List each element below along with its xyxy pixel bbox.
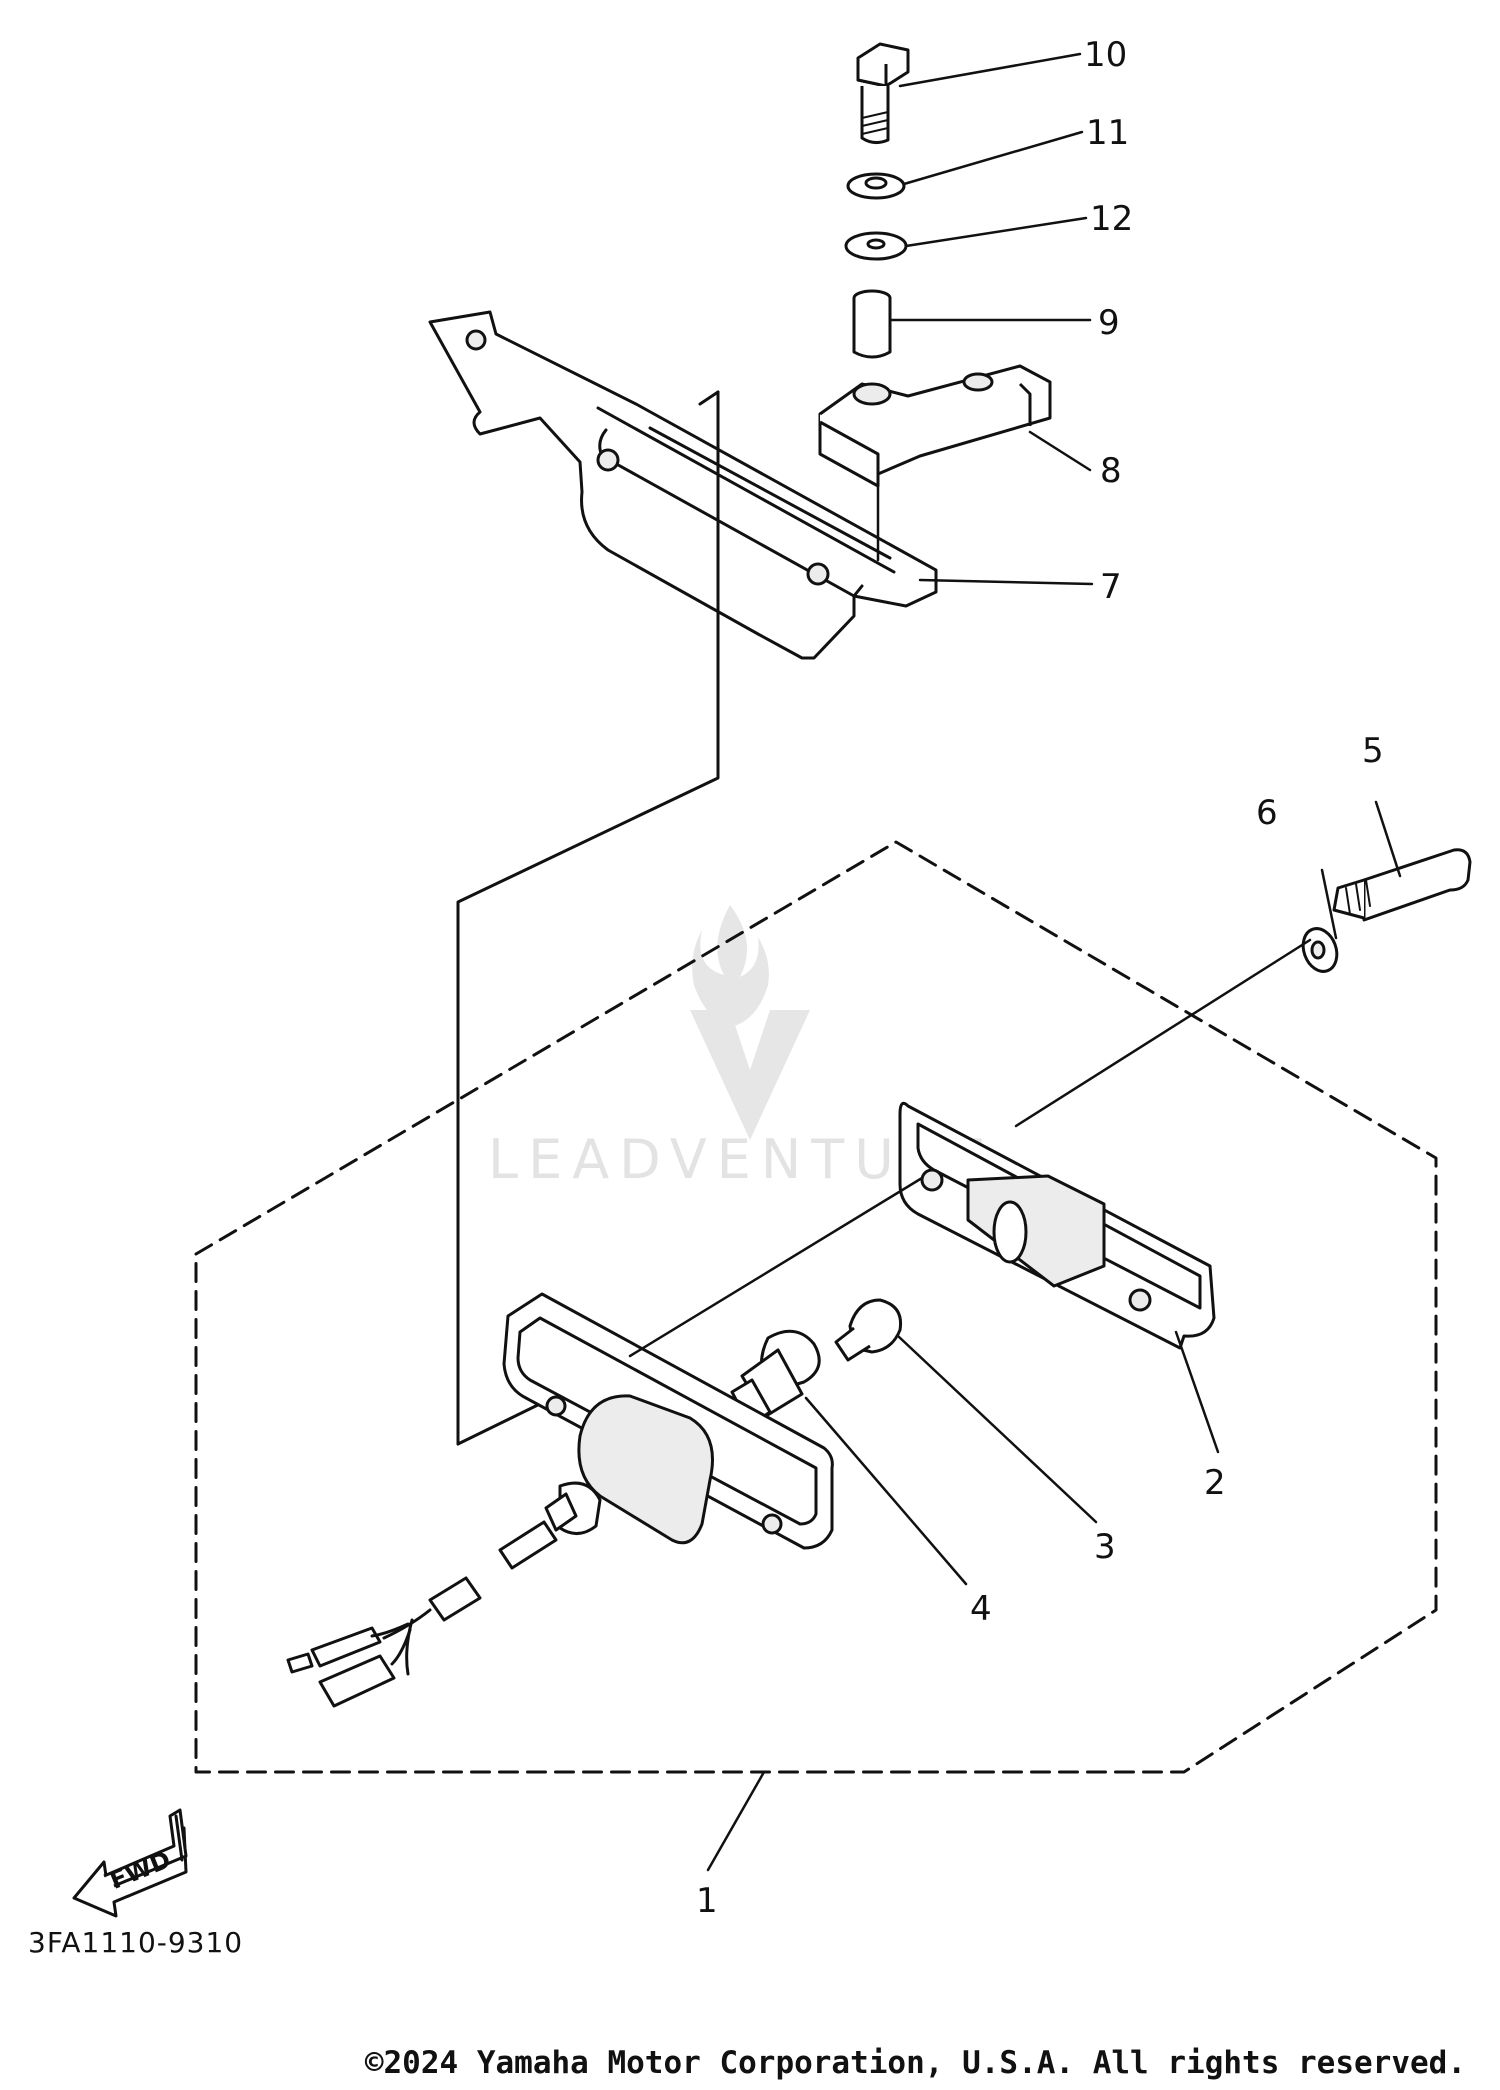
lamp-washer-part [1301, 927, 1339, 973]
assembly-boundary [194, 840, 1438, 1774]
callout-8: 8 [1100, 451, 1122, 491]
callout-6: 6 [1256, 793, 1278, 833]
bulb-part [834, 1298, 903, 1362]
callout-7: 7 [1100, 567, 1122, 607]
callout-2: 2 [1204, 1463, 1226, 1503]
callout-1: 1 [696, 1881, 718, 1921]
lamp-lens-part [898, 1101, 1216, 1350]
spring-washer-part [846, 172, 906, 200]
callout-4: 4 [970, 1589, 992, 1629]
collar-part [852, 289, 892, 359]
plain-washer-part [844, 231, 908, 261]
bolt-part [856, 42, 910, 145]
arm-part [818, 364, 1052, 488]
leader-lines-upper [456, 52, 1094, 1446]
watermark-logo [690, 905, 810, 1140]
bracket-part [428, 310, 938, 660]
leader-lines-lower [628, 800, 1402, 1872]
diagram-code: 3FA1110-9310 [28, 1926, 244, 1959]
lamp-housing-part [286, 1292, 834, 1708]
callout-11: 11 [1086, 113, 1129, 153]
callout-5: 5 [1362, 731, 1384, 771]
socket-part [730, 1329, 821, 1428]
callout-3: 3 [1094, 1527, 1116, 1567]
copyright-notice: ©2024 Yamaha Motor Corporation, U.S.A. A… [364, 2045, 1466, 2081]
callout-9: 9 [1098, 303, 1120, 343]
callout-10: 10 [1084, 35, 1127, 75]
fwd-arrow-icon: FWD [72, 1808, 188, 1918]
lamp-bolt-part [1332, 848, 1472, 922]
callout-12: 12 [1090, 199, 1133, 239]
